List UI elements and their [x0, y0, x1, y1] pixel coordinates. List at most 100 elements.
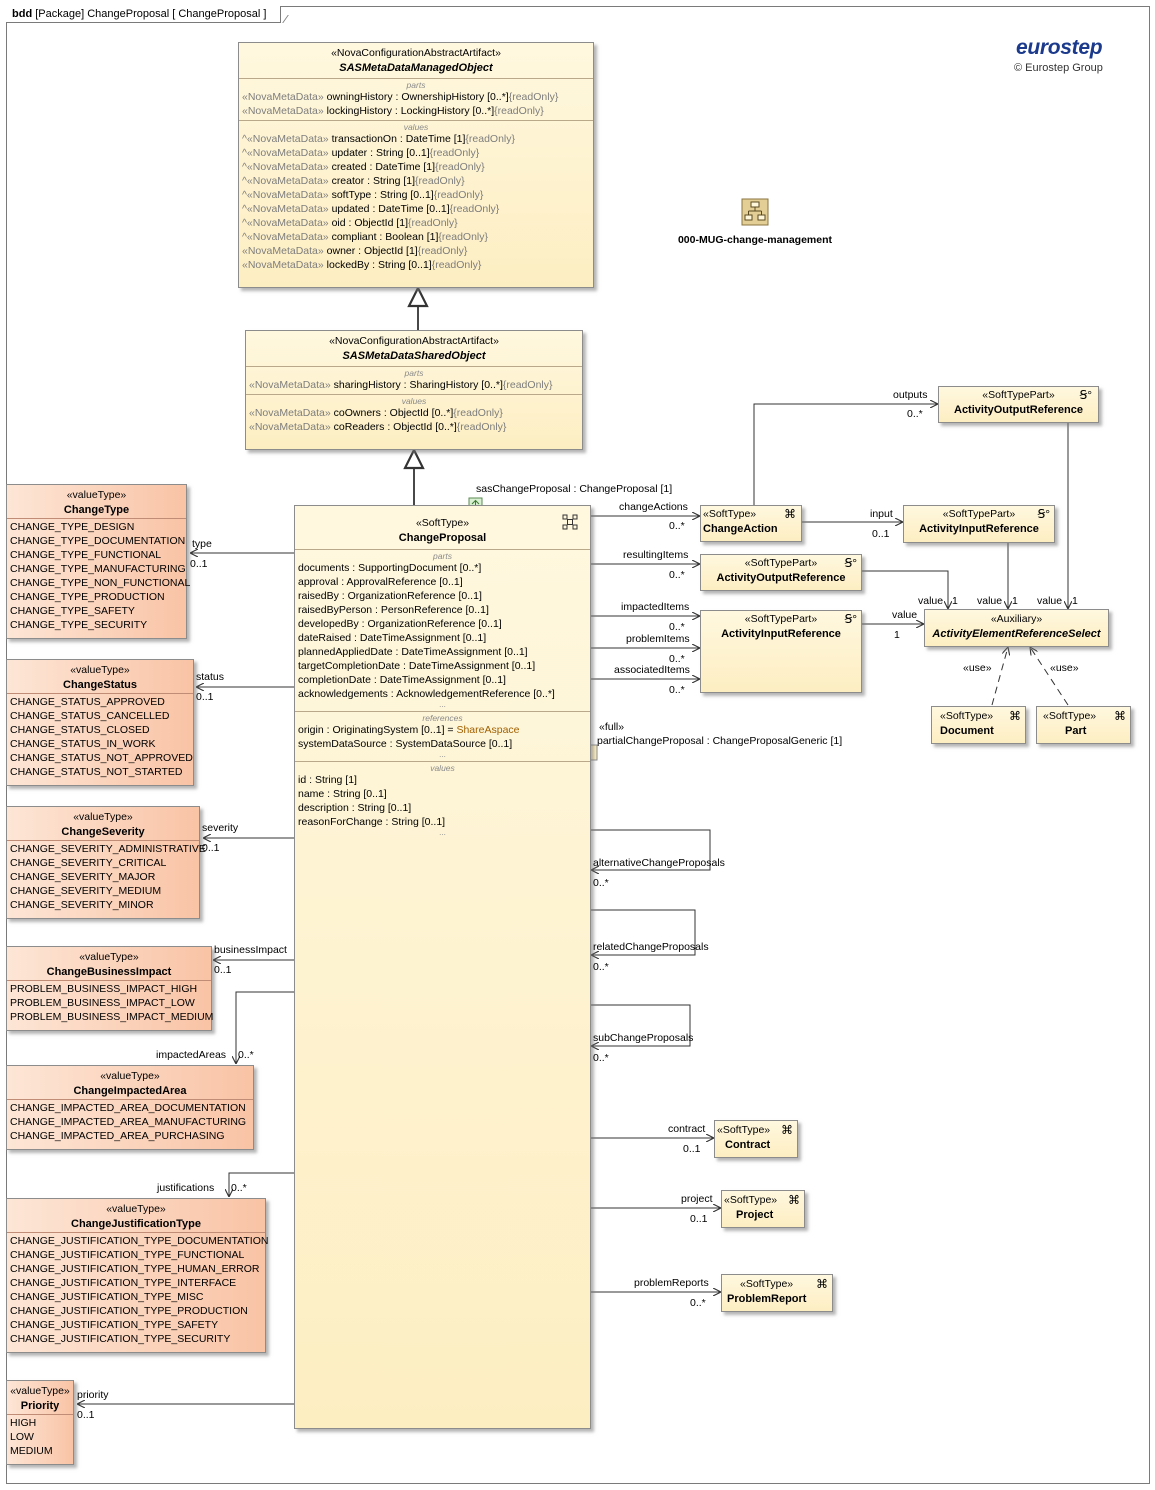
label-problem-items: problemItems [626, 633, 690, 645]
block-activity-input-reference-1[interactable]: «SoftTypePart»ActivityInputReference Ꞩ° [903, 505, 1055, 543]
enum-literal: CHANGE_TYPE_DESIGN [10, 521, 135, 533]
label-problem-items-mult: 0..* [669, 653, 685, 665]
label-value-2: value [977, 595, 1003, 607]
impacted-area-literals: CHANGE_IMPACTED_AREA_DOCUMENTATION CHANGE… [7, 1099, 253, 1145]
enum-literal: CHANGE_JUSTIFICATION_TYPE_SECURITY [10, 1333, 231, 1345]
enum-literal: CHANGE_STATUS_NOT_APPROVED [10, 752, 193, 764]
block-problem-report[interactable]: «SoftType»ProblemReport ⌘ [721, 1274, 833, 1312]
block-activity-output-reference-2[interactable]: «SoftTypePart»ActivityOutputReference Ꞩ° [700, 554, 862, 591]
enum-literal: CHANGE_STATUS_IN_WORK [10, 738, 156, 750]
property-row: description : String [0..1] [298, 802, 412, 814]
diagram-package-icon [741, 198, 769, 226]
enum-literal: CHANGE_IMPACTED_AREA_MANUFACTURING [10, 1116, 247, 1128]
property-row: targetCompletionDate : DateTimeAssignmen… [298, 660, 536, 672]
block-activity-output-reference-1[interactable]: «SoftTypePart»ActivityOutputReference Ꞩ° [938, 386, 1099, 423]
enum-literal: CHANGE_JUSTIFICATION_TYPE_SAFETY [10, 1319, 219, 1331]
enum-literal: CHANGE_JUSTIFICATION_TYPE_INTERFACE [10, 1277, 237, 1289]
enum-literal: CHANGE_TYPE_DOCUMENTATION [10, 535, 186, 547]
shared-parts-list: «NovaMetaData» sharingHistory : SharingH… [249, 378, 579, 392]
label-alternative-mult: 0..* [593, 877, 609, 889]
block-change-proposal[interactable]: «SoftType»ChangeProposal parts documents… [294, 505, 591, 1429]
label-priority-mult: 0..1 [77, 1409, 95, 1421]
label-use-document: «use» [963, 662, 992, 674]
enum-literal: CHANGE_TYPE_SECURITY [10, 619, 148, 631]
block-activity-input-reference-2[interactable]: «SoftTypePart»ActivityInputReference Ꞩ° [700, 610, 862, 693]
enum-literal: CHANGE_JUSTIFICATION_TYPE_PRODUCTION [10, 1305, 248, 1317]
enum-literal: CHANGE_JUSTIFICATION_TYPE_FUNCTIONAL [10, 1249, 245, 1261]
block-activity-element-reference-select[interactable]: «Auxiliary»ActivityElementReferenceSelec… [924, 609, 1109, 647]
label-severity-mult: 0..1 [202, 842, 220, 854]
property-row: ^«NovaMetaData» creator : String [1]{rea… [242, 175, 465, 187]
valuetype-change-impacted-area[interactable]: «valueType»ChangeImpactedArea CHANGE_IMP… [6, 1065, 254, 1150]
property-row: id : String [1] [298, 774, 357, 786]
label-related: relatedChangeProposals [593, 941, 709, 953]
shared-values-list: «NovaMetaData» coOwners : ObjectId [0..*… [249, 406, 579, 434]
assoc-alternative [591, 829, 711, 870]
block-sas-shared-object[interactable]: «NovaConfigurationAbstractArtifact»SASMe… [245, 330, 583, 450]
label-justifications-mult: 0..* [231, 1182, 247, 1194]
property-row: systemDataSource : SystemDataSource [0..… [298, 738, 513, 750]
enum-literal: MEDIUM [10, 1445, 53, 1457]
property-row: «NovaMetaData» owningHistory : Ownership… [242, 91, 559, 103]
block-change-action[interactable]: «SoftType»ChangeAction ⌘ [700, 505, 802, 542]
label-input-mult: 0..1 [872, 528, 890, 540]
proposal-parts-list: documents : SupportingDocument [0..*]app… [298, 561, 587, 701]
label-impacted-items: impactedItems [621, 601, 690, 613]
valuetype-change-business-impact[interactable]: «valueType»ChangeBusinessImpact PROBLEM_… [6, 946, 213, 1031]
assoc-sub [591, 1004, 691, 1046]
block-project[interactable]: «SoftType»Project ⌘ [721, 1190, 805, 1228]
label-type: type [192, 538, 212, 550]
enum-literal: PROBLEM_BUSINESS_IMPACT_LOW [10, 997, 195, 1009]
property-row: «NovaMetaData» lockingHistory : LockingH… [242, 105, 544, 117]
managed-values-list: ^«NovaMetaData» transactionOn : DateTime… [242, 132, 590, 272]
enum-literal: CHANGE_STATUS_NOT_STARTED [10, 766, 183, 778]
block-contract[interactable]: «SoftType»Contract ⌘ [714, 1120, 798, 1158]
block-document[interactable]: «SoftType»Document ⌘ [931, 706, 1026, 744]
package-name: 000-MUG-change-management [677, 234, 833, 246]
enum-literal: CHANGE_IMPACTED_AREA_DOCUMENTATION [10, 1102, 246, 1114]
valuetype-change-severity[interactable]: «valueType»ChangeSeverity CHANGE_SEVERIT… [6, 806, 206, 919]
softtype-icon: ⌘ [1009, 709, 1021, 723]
softtype-icon: ⌘ [788, 1193, 800, 1207]
label-value-1: value [918, 595, 944, 607]
softtype-icon: ⌘ [781, 1123, 793, 1137]
softtypepart-icon: Ꞩ° [844, 612, 857, 626]
block-part[interactable]: «SoftType»Part ⌘ [1036, 706, 1131, 744]
label-sas-change-proposal: sasChangeProposal : ChangeProposal [1] [476, 483, 673, 495]
property-row: developedBy : OrganizationReference [0..… [298, 618, 502, 630]
eurostep-logo: eurostep © Eurostep Group [1014, 36, 1126, 86]
property-row: origin : OriginatingSystem [0..1] = Shar… [298, 724, 520, 736]
valuetype-change-justification-type[interactable]: «valueType»ChangeJustificationType CHANG… [6, 1198, 268, 1353]
package-link[interactable]: 000-MUG-change-management [670, 198, 840, 246]
property-row: name : String [0..1] [298, 788, 387, 800]
label-sub-mult: 0..* [593, 1052, 609, 1064]
property-row: «NovaMetaData» sharingHistory : SharingH… [249, 379, 553, 391]
label-outputs-mult: 0..* [907, 408, 923, 420]
label-business-impact: businessImpact [214, 944, 287, 956]
property-row: «NovaMetaData» coOwners : ObjectId [0..*… [249, 407, 503, 419]
property-row: dateRaised : DateTimeAssignment [0..1] [298, 632, 487, 644]
property-row: acknowledgements : AcknowledgementRefere… [298, 688, 555, 700]
softtypepart-icon: Ꞩ° [844, 556, 857, 570]
enum-literal: CHANGE_JUSTIFICATION_TYPE_MISC [10, 1291, 204, 1303]
enum-literal: HIGH [10, 1417, 37, 1429]
property-row: approval : ApprovalReference [0..1] [298, 576, 463, 588]
label-justifications: justifications [157, 1182, 215, 1194]
softtype-icon: ⌘ [784, 507, 796, 521]
label-value-1-mult: 1 [952, 595, 958, 607]
enum-literal: LOW [10, 1431, 34, 1443]
softtypepart-icon: Ꞩ° [1079, 388, 1092, 402]
label-alternative: alternativeChangeProposals [593, 857, 725, 869]
label-associated-items: associatedItems [614, 664, 690, 676]
label-business-impact-mult: 0..1 [214, 964, 232, 976]
logo-brand: eurostep [1016, 36, 1103, 59]
label-contract: contract [668, 1123, 706, 1135]
property-row: ^«NovaMetaData» updated : DateTime [0..1… [242, 203, 500, 215]
valuetype-change-type[interactable]: «valueType»ChangeType CHANGE_TYPE_DESIGN… [6, 484, 190, 639]
block-sas-managed-object[interactable]: «NovaConfigurationAbstractArtifact»SASMe… [238, 42, 594, 288]
valuetype-change-status[interactable]: «valueType»ChangeStatus CHANGE_STATUS_AP… [6, 659, 194, 786]
property-row: raisedByPerson : PersonReference [0..1] [298, 604, 489, 616]
